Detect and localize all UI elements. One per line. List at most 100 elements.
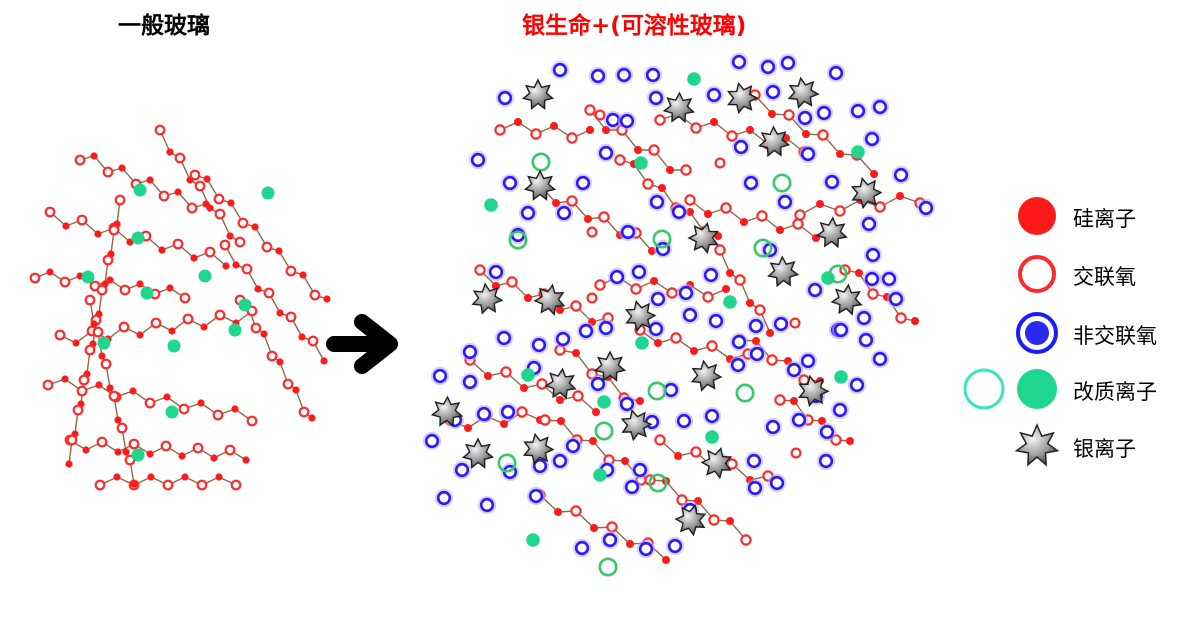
legend-modifier-ring-icon	[963, 368, 1005, 410]
silicon-ion	[308, 414, 316, 422]
non-bridging-oxygen	[888, 291, 904, 307]
bridging-oxygen	[237, 217, 249, 229]
silicon-ion	[90, 320, 98, 328]
bridging-oxygen	[162, 479, 174, 491]
star-burst-icon	[830, 283, 863, 316]
bridging-oxygen	[224, 444, 236, 456]
modifier-ion	[593, 468, 607, 482]
ordinary-glass-network	[29, 124, 331, 491]
bridging-oxygen	[594, 109, 606, 121]
bridging-oxygen	[648, 144, 660, 156]
bridging-oxygen	[494, 124, 506, 136]
silicon-ion	[802, 130, 810, 138]
soluble-glass-network	[444, 89, 926, 564]
title-ordinary-glass: 一般玻璃	[118, 13, 210, 39]
non-bridging-oxygen	[769, 475, 785, 491]
bridging-oxygen	[708, 514, 720, 526]
bridging-oxygen	[792, 218, 804, 230]
bridging-oxygen	[670, 332, 682, 344]
silicon-ion	[323, 295, 331, 303]
silicon-ion	[818, 417, 826, 425]
non-bridging-oxygen	[649, 194, 665, 210]
non-bridging-oxygen	[731, 54, 747, 70]
bridging-oxygen	[72, 404, 84, 416]
non-bridging-oxygen	[532, 458, 548, 474]
bridging-oxygen	[834, 205, 846, 217]
silicon-ion	[634, 146, 642, 154]
silicon-ion	[464, 424, 472, 432]
non-bridging-oxygen	[765, 419, 781, 435]
bridging-oxygen	[158, 190, 170, 202]
modifier-ion	[133, 183, 147, 197]
bridging-oxygen	[720, 202, 732, 214]
silicon-ion	[592, 408, 600, 416]
non-bridging-oxygen	[500, 404, 516, 420]
silicon-ion	[118, 164, 126, 172]
bridging-oxygen	[54, 329, 66, 341]
bridging-oxygen	[895, 312, 907, 324]
bridging-oxygen	[214, 309, 226, 321]
non-bridging-oxygen	[552, 453, 568, 469]
modifier-ion	[635, 336, 649, 350]
silicon-ion	[654, 339, 662, 347]
non-bridging-oxygen	[528, 488, 544, 504]
bridging-oxygen	[219, 239, 231, 251]
bridging-oxygen	[690, 122, 702, 134]
silicon-ion	[298, 333, 306, 341]
bridging-oxygen	[754, 304, 766, 316]
star-burst-icon	[521, 78, 555, 111]
modifier-ion	[705, 430, 719, 444]
non-bridging-oxygen	[609, 269, 625, 285]
silicon-ion	[690, 347, 698, 355]
silicon-ion	[242, 456, 250, 464]
bond	[224, 244, 325, 362]
arrow-right-icon	[326, 314, 398, 374]
bridging-oxygen	[606, 521, 618, 533]
non-bridging-oxygen	[733, 139, 749, 155]
bridging-oxygen	[794, 209, 806, 221]
silicon-ion	[260, 330, 268, 338]
non-bridging-oxygen	[598, 320, 614, 336]
modifier-ion	[521, 368, 535, 382]
silicon-ion	[98, 352, 106, 360]
non-bridging-oxygen	[682, 307, 698, 323]
silicon-ion	[65, 460, 73, 468]
non-bridging-oxygen	[872, 351, 888, 367]
non-bridging-oxygen	[797, 110, 813, 126]
non-bridging-oxygen	[893, 167, 909, 183]
non-bridging-oxygen	[616, 67, 632, 83]
bridging-oxygen	[108, 224, 120, 236]
non-bridging-oxygen	[574, 540, 590, 556]
modifier-ring	[531, 152, 551, 172]
non-bridging-oxygen	[864, 271, 880, 287]
non-bridging-oxygen	[462, 344, 478, 360]
non-bridging-oxygen	[780, 55, 796, 71]
silicon-ion	[174, 188, 182, 196]
silicon-ion	[299, 271, 307, 279]
silicon-ion	[72, 339, 80, 347]
star-burst-icon	[471, 282, 504, 315]
bridging-oxygen	[774, 394, 786, 406]
silicon-ion	[276, 309, 284, 317]
silicon-ion	[572, 349, 580, 357]
silicon-ion	[768, 110, 776, 118]
silicon-ion	[130, 480, 138, 488]
non-bridging-oxygen	[648, 321, 664, 337]
star-burst-icon	[593, 350, 627, 382]
modifier-ion	[140, 286, 154, 300]
bridging-oxygen	[789, 317, 801, 329]
silicon-ion	[602, 126, 610, 134]
bond	[69, 439, 247, 461]
star-burst-icon	[757, 125, 791, 158]
silicon-ion	[190, 254, 198, 262]
bridging-oxygen	[614, 154, 626, 166]
bridging-oxygen	[118, 321, 130, 333]
silicon-ion	[658, 184, 666, 192]
bridging-oxygen	[766, 354, 778, 366]
non-bridging-oxygen	[497, 90, 513, 106]
modifier-ion	[484, 198, 498, 212]
bridging-oxygen	[530, 128, 542, 140]
modifier-ion	[228, 323, 242, 337]
modifier-ion	[261, 186, 275, 200]
